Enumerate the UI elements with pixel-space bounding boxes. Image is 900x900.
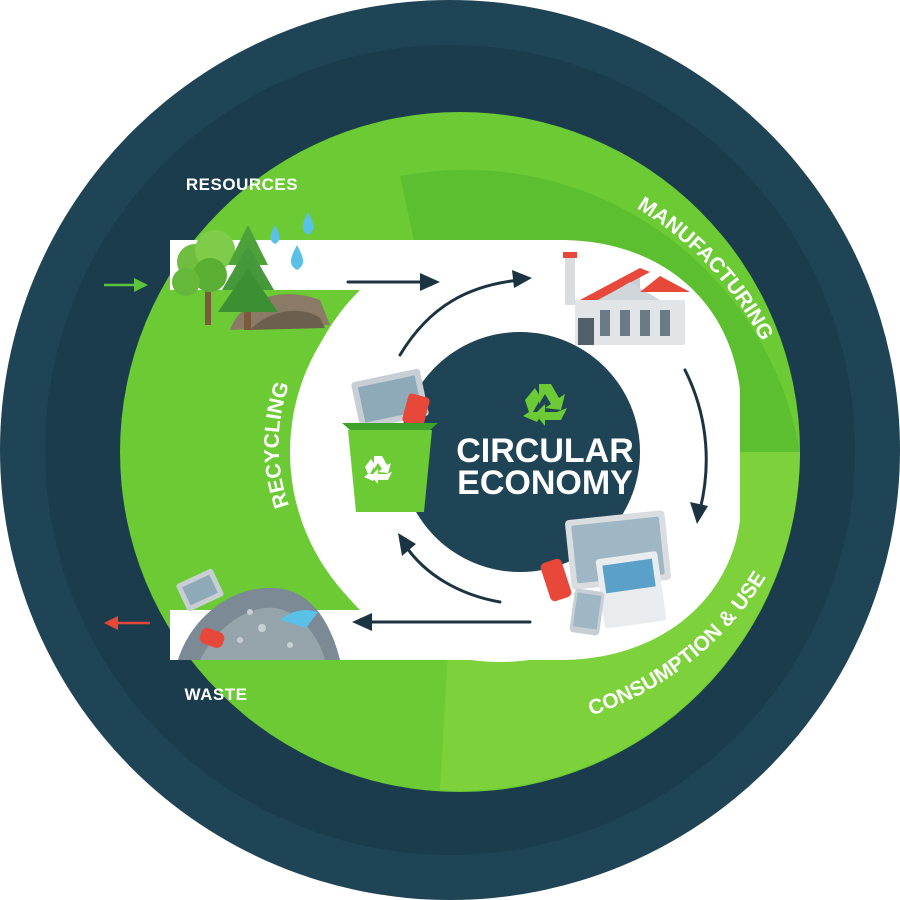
title-line-1: CIRCULAR (456, 432, 634, 470)
label-waste: WASTE (185, 685, 248, 704)
title-line-2: ECONOMY (457, 464, 633, 502)
inner-arrows (398, 270, 708, 604)
waste-pile-icon (176, 568, 340, 660)
arrow-consumption-to-recycling (403, 543, 502, 604)
water-drops-icon (270, 212, 314, 270)
arrow-recycling-to-manufacturing (398, 278, 522, 357)
recycle-symbol-icon (523, 384, 567, 426)
outflow-arrow-icon (104, 616, 150, 630)
straight-arrows (346, 273, 532, 631)
center-disc (400, 332, 640, 572)
inflow-arrow-icon (104, 278, 148, 292)
factory-icon (563, 252, 690, 345)
recycling-bin-icon (342, 368, 438, 512)
trees-icon (172, 225, 330, 330)
label-resources: RESOURCES (186, 175, 298, 194)
devices-icon (540, 510, 671, 636)
arrow-manufacturing-to-consumption (683, 368, 708, 512)
